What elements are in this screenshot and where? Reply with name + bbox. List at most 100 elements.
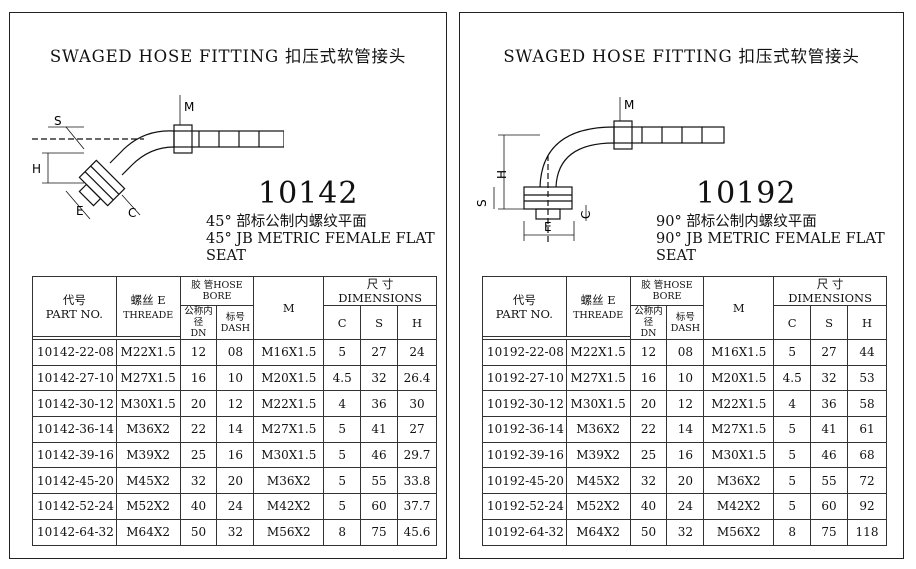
cell-dash: 10 bbox=[666, 364, 705, 392]
header-h: H bbox=[847, 305, 887, 340]
fitting-description: 90° 部标公制内螺纹平面 90° JB METRIC FEMALE FLAT … bbox=[656, 214, 903, 265]
label-m: M bbox=[184, 100, 194, 114]
cell-m: M22X1.5 bbox=[253, 390, 325, 418]
cell-dash: 12 bbox=[666, 390, 705, 418]
cell-h: 27 bbox=[397, 416, 437, 443]
cell-m: M42X2 bbox=[253, 493, 325, 520]
cell-dn: 16 bbox=[179, 364, 218, 392]
cell-part: 10192-30-12 bbox=[482, 390, 567, 418]
cell-dn: 22 bbox=[179, 416, 218, 443]
description-en: 45° JB METRIC FEMALE FLAT SEAT bbox=[206, 231, 435, 264]
cell-thread: M30X1.5 bbox=[115, 390, 181, 418]
part-number: 10142 bbox=[258, 176, 359, 211]
label-c: C bbox=[579, 211, 593, 219]
header-hose-bore: 胶 管HOSE BORE bbox=[179, 276, 255, 306]
cell-dash: 12 bbox=[216, 390, 255, 418]
cell-thread: M64X2 bbox=[115, 518, 181, 546]
cell-h: 45.6 bbox=[397, 518, 437, 546]
cell-dash: 20 bbox=[216, 467, 255, 495]
description-en: 90° JB METRIC FEMALE FLAT SEAT bbox=[656, 231, 885, 264]
cell-part: 10142-30-12 bbox=[32, 390, 117, 418]
cell-c: 4 bbox=[773, 390, 812, 418]
cell-m: M36X2 bbox=[703, 467, 775, 495]
cell-part: 10142-45-20 bbox=[32, 467, 117, 495]
cell-dn: 25 bbox=[179, 441, 218, 469]
cell-h: 29.7 bbox=[397, 441, 437, 469]
cell-s: 36 bbox=[810, 390, 849, 418]
fitting-45-drawing: S M H E C bbox=[32, 95, 284, 220]
cell-c: 5 bbox=[773, 467, 812, 495]
cell-s: 32 bbox=[810, 364, 849, 392]
label-h: H bbox=[495, 170, 509, 179]
cell-m: M56X2 bbox=[253, 518, 325, 546]
cell-s: 55 bbox=[360, 467, 399, 495]
cell-thread: M22X1.5 bbox=[565, 339, 631, 366]
cell-part: 10192-64-32 bbox=[482, 518, 567, 546]
cell-h: 92 bbox=[847, 493, 887, 520]
cell-thread: M45X2 bbox=[115, 467, 181, 495]
cell-c: 5 bbox=[773, 416, 812, 443]
cell-c: 5 bbox=[323, 441, 362, 469]
cell-dash: 16 bbox=[216, 441, 255, 469]
cell-h: 33.8 bbox=[397, 467, 437, 495]
cell-s: 41 bbox=[810, 416, 849, 443]
cell-dn: 50 bbox=[179, 518, 218, 546]
cell-h: 68 bbox=[847, 441, 887, 469]
cell-m: M27X1.5 bbox=[253, 416, 325, 443]
part-number: 10192 bbox=[696, 176, 797, 211]
cell-m: M36X2 bbox=[253, 467, 325, 495]
cell-m: M30X1.5 bbox=[703, 441, 775, 469]
cell-dash: 32 bbox=[216, 518, 255, 546]
panel-title: SWAGED HOSE FITTING 扣压式软管接头 bbox=[49, 47, 407, 66]
header-s: S bbox=[810, 305, 849, 340]
cell-h: 118 bbox=[847, 518, 887, 546]
cell-thread: M27X1.5 bbox=[565, 364, 631, 392]
cell-c: 5 bbox=[323, 416, 362, 443]
label-h: H bbox=[32, 162, 41, 176]
cell-c: 4.5 bbox=[323, 364, 362, 392]
cell-dash: 14 bbox=[666, 416, 705, 443]
cell-c: 5 bbox=[323, 339, 362, 366]
cell-h: 37.7 bbox=[397, 493, 437, 520]
cell-h: 53 bbox=[847, 364, 887, 392]
cell-part: 10142-64-32 bbox=[32, 518, 117, 546]
header-c: C bbox=[773, 305, 812, 340]
label-e: E bbox=[76, 204, 84, 218]
cell-s: 60 bbox=[360, 493, 399, 520]
header-hose-bore: 胶 管HOSE BORE bbox=[629, 276, 705, 306]
cell-m: M16X1.5 bbox=[253, 339, 325, 366]
cell-c: 5 bbox=[773, 441, 812, 469]
cell-c: 5 bbox=[773, 339, 812, 366]
cell-dn: 12 bbox=[629, 339, 668, 366]
cell-dn: 20 bbox=[179, 390, 218, 418]
cell-part: 10192-36-14 bbox=[482, 416, 567, 443]
header-s: S bbox=[360, 305, 399, 340]
cell-dn: 32 bbox=[629, 467, 668, 495]
cell-thread: M30X1.5 bbox=[565, 390, 631, 418]
cell-s: 41 bbox=[360, 416, 399, 443]
cell-part: 10142-39-16 bbox=[32, 441, 117, 469]
cell-thread: M36X2 bbox=[565, 416, 631, 443]
fitting-90-drawing: M H S E C bbox=[475, 97, 725, 245]
cell-thread: M22X1.5 bbox=[115, 339, 181, 366]
cell-thread: M64X2 bbox=[565, 518, 631, 546]
cell-part: 10142-36-14 bbox=[32, 416, 117, 443]
cell-c: 4 bbox=[323, 390, 362, 418]
cell-dash: 10 bbox=[216, 364, 255, 392]
cell-dash: 24 bbox=[666, 493, 705, 520]
cell-dash: 32 bbox=[666, 518, 705, 546]
